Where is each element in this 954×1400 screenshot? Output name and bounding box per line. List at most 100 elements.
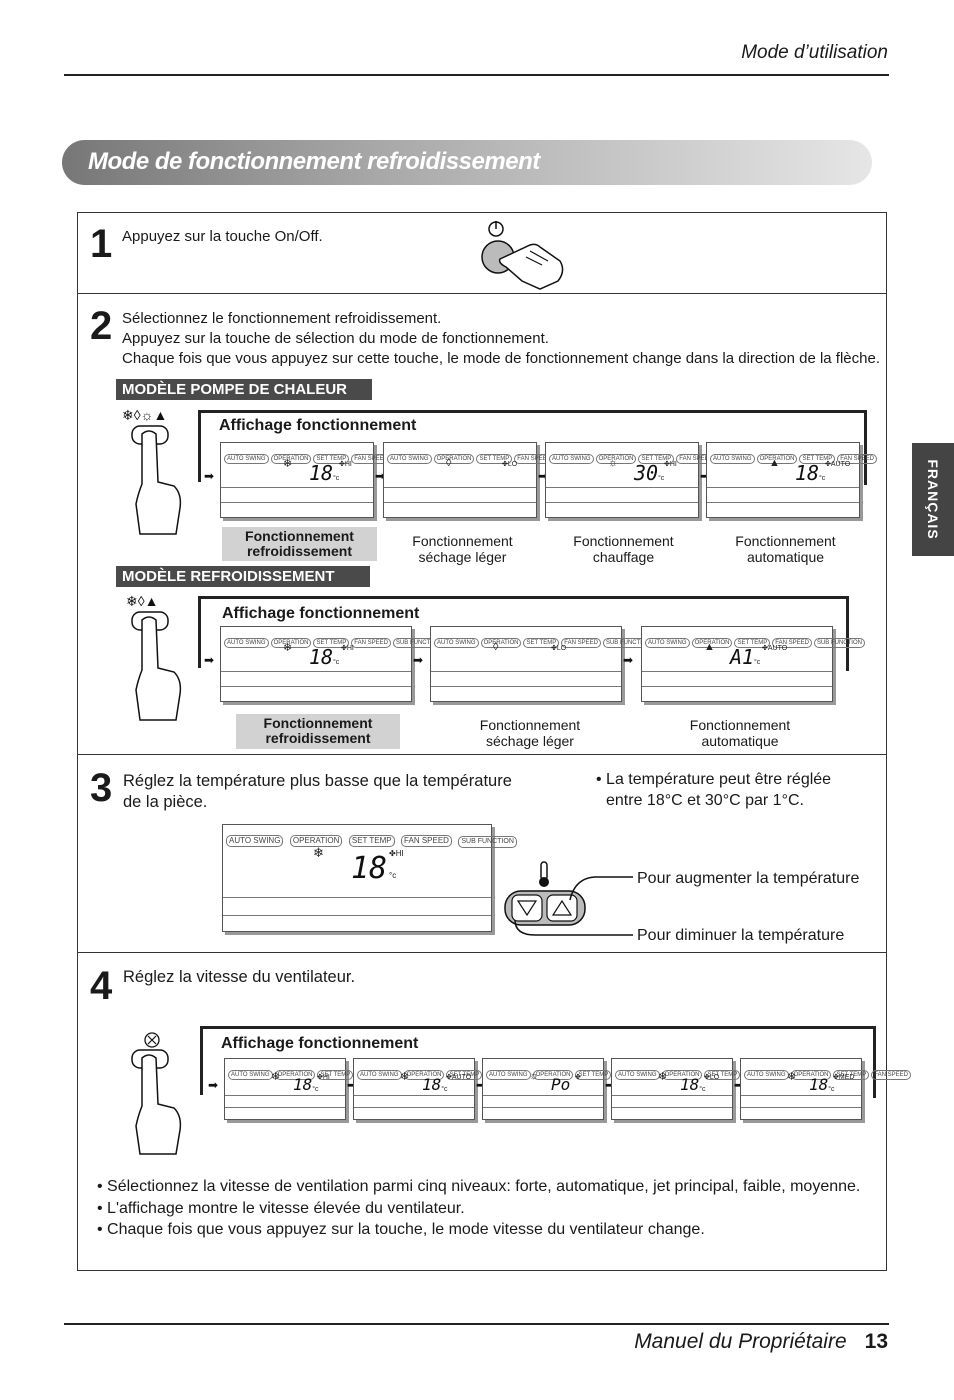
- step-divider: [77, 952, 887, 953]
- arrow-right-icon: ➡: [538, 469, 549, 483]
- steps-frame: [77, 212, 887, 1271]
- lcd-chip: OPERATION: [691, 638, 733, 648]
- language-tab-label: FRANÇAIS: [925, 459, 941, 540]
- step4-text: Réglez la vitesse du ventilateur.: [123, 968, 356, 986]
- lcd-fan: ✤LO: [502, 461, 518, 468]
- lcd-chip: AUTO SWING: [224, 638, 269, 648]
- lcd-line: [546, 502, 698, 504]
- lcd-fan: ✤AUTO: [762, 645, 788, 652]
- label-auto: Fonctionnement automatique: [708, 533, 863, 565]
- label-line: automatique: [746, 549, 825, 565]
- lcd-unit: °c: [828, 1086, 835, 1094]
- lcd-unit: °c: [312, 1086, 319, 1094]
- lcd-line: [221, 686, 411, 688]
- lcd-chip: AUTO SWING: [615, 1070, 660, 1080]
- fan-speed-value: LO: [556, 645, 567, 652]
- fan-speed-value: MED: [838, 1074, 855, 1081]
- label-line: Fonctionnement: [573, 533, 674, 549]
- lcd-chip: OPERATION: [790, 1070, 832, 1080]
- lcd-line: [546, 487, 698, 489]
- lcd-line: [612, 1107, 732, 1108]
- label-dry: Fonctionnement séchage léger: [450, 717, 610, 749]
- lcd-chip: FAN SPEED: [351, 638, 391, 648]
- lcd-line: [431, 686, 621, 688]
- lcd-unit: °c: [333, 475, 340, 482]
- lcd-chip: SET TEMP: [704, 1070, 741, 1080]
- arrow-right-icon: ➡: [623, 653, 634, 667]
- lcd-digits: 18: [795, 461, 820, 485]
- lcd-digits: 18: [680, 1075, 700, 1094]
- mode-button-hand-icon: ❄◊▲: [126, 593, 182, 721]
- lcd-line: [225, 1095, 345, 1096]
- step-number: 1: [90, 222, 113, 266]
- lcd-chip: OPERATION: [433, 454, 475, 464]
- lcd-chip: AUTO SWING: [224, 454, 269, 464]
- arrow-right-icon: ➡: [734, 1078, 744, 1092]
- label-line: refroidissement: [265, 730, 371, 746]
- display-bracket-left: [198, 596, 201, 668]
- lcd-chip: OPERATION: [274, 1070, 316, 1080]
- lcd-line: [483, 1107, 603, 1108]
- fan-speed-value: HI: [322, 1074, 330, 1081]
- fan-speed-value: HI: [344, 461, 352, 468]
- lcd-line: [221, 487, 373, 489]
- language-tab[interactable]: FRANÇAIS: [912, 443, 954, 556]
- lcd-line: [225, 1107, 345, 1108]
- label-line: Fonctionnement: [689, 717, 791, 733]
- lcd-fan: ✤AUTO: [446, 1074, 472, 1081]
- lcd-chip: AUTO SWING: [387, 454, 432, 464]
- lcd-line: [741, 1095, 861, 1096]
- arrow-right-icon: ➡: [375, 469, 386, 483]
- step3-note-line1: • La température peut être réglée: [596, 771, 832, 788]
- step3-text-line1: Réglez la température plus basse que la …: [123, 772, 512, 790]
- lcd-digits: A1: [730, 645, 755, 669]
- lcd-chip: SET TEMP: [313, 454, 350, 464]
- step2-line2: Appuyez sur la touche de sélection du mo…: [122, 330, 549, 347]
- label-line: Fonctionnement: [245, 528, 354, 544]
- fan-button-hand-icon: [131, 1032, 182, 1155]
- mode-icon: ❄: [787, 1071, 797, 1083]
- lcd-fan: ✤MED: [833, 1074, 855, 1081]
- step1-text: Appuyez sur la touche On/Off.: [122, 228, 323, 245]
- cooling-display-box: [198, 596, 849, 671]
- mode-icon: ▲: [704, 641, 715, 653]
- increase-label: Pour augmenter la température: [637, 870, 860, 887]
- lcd-chip: SET TEMP: [313, 638, 350, 648]
- on-off-button-press-illustration: [481, 221, 564, 290]
- mode-icon: ❄: [283, 642, 293, 654]
- lcd-chip: OPERATION: [756, 454, 798, 464]
- lcd-fan: ✤AUTO: [825, 461, 851, 468]
- svg-text:❄◊▲: ❄◊▲: [126, 593, 159, 609]
- fan-speed-value: AUTO: [451, 1074, 472, 1081]
- lcd-line: [741, 1107, 861, 1108]
- lcd-line: [483, 1095, 603, 1096]
- fan-speed-value: LO: [709, 1074, 720, 1081]
- lcd-line: [221, 671, 411, 673]
- lcd-chip: OPERATION: [532, 1070, 574, 1080]
- lcd-line: [354, 1107, 474, 1108]
- lcd-chip: SET TEMP: [734, 638, 771, 648]
- lcd-unit: °c: [699, 1086, 706, 1094]
- label-auto: Fonctionnement automatique: [660, 717, 820, 749]
- page-number: 13: [864, 1330, 888, 1353]
- fan-speed-value: AUTO: [767, 645, 788, 652]
- section-banner-title: Mode de fonctionnement refroidissement: [88, 148, 540, 175]
- mode-button-hand-icon: ❄◊☼▲: [122, 407, 182, 535]
- lcd-chip: OPERATION: [480, 638, 522, 648]
- cooling-model-tab: MODÈLE REFROIDISSEMENT: [116, 566, 370, 587]
- label-heating: Fonctionnement chauffage: [546, 533, 701, 565]
- lcd-chip: FAN SPEED: [871, 1070, 911, 1080]
- label-line: refroidissement: [246, 543, 353, 559]
- step4-bullet: • L'affichage montre le vitesse élevée d…: [97, 1200, 465, 1217]
- lcd-line: [221, 502, 373, 504]
- mode-icon: ☼: [608, 457, 619, 469]
